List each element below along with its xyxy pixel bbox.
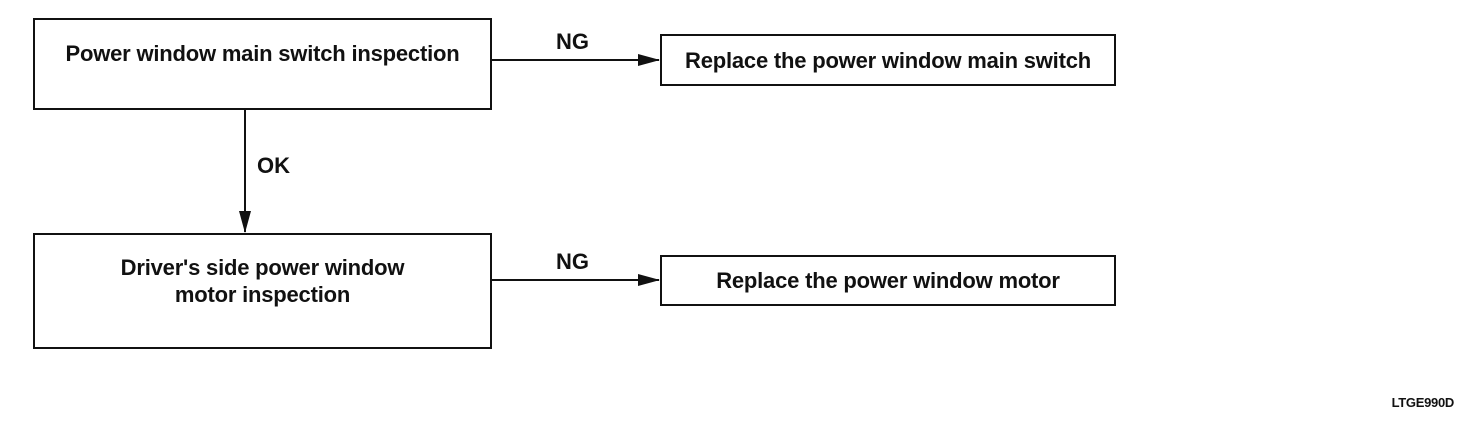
step-main-switch-inspection: Power window main switch inspection	[33, 18, 492, 110]
step-motor-inspection-label: Driver's side power window motor inspect…	[120, 255, 405, 307]
step-replace-motor-label: Replace the power window motor	[716, 268, 1060, 293]
step-motor-inspection: Driver's side power window motor inspect…	[33, 233, 492, 349]
step-replace-main-switch: Replace the power window main switch	[660, 34, 1116, 86]
figure-code: LTGE990D	[1391, 395, 1455, 410]
connector-label-ng-2: NG	[556, 249, 589, 274]
step-main-switch-inspection-label: Power window main switch inspection	[65, 40, 460, 66]
step-replace-motor: Replace the power window motor	[660, 255, 1116, 306]
connector-label-ng-1: NG	[556, 29, 589, 54]
step-replace-main-switch-label: Replace the power window main switch	[685, 47, 1091, 73]
connector-label-ok: OK	[257, 153, 290, 178]
